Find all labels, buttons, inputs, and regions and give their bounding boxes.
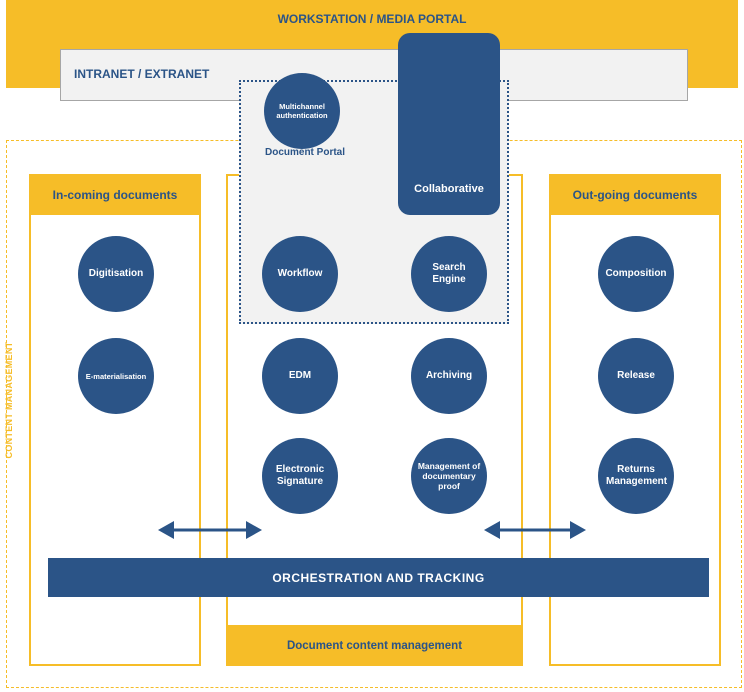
node-returns-management-label: Returns Management <box>606 464 668 487</box>
left-arrow-head-right <box>246 521 262 539</box>
collaborative-pillar <box>398 33 500 215</box>
node-composition-label: Composition <box>605 268 667 279</box>
center-column-title: Document content management <box>226 625 523 666</box>
node-workflow-label: Workflow <box>277 268 323 279</box>
node-search-engine: Search Engine <box>411 236 487 312</box>
incoming-column-title: In-coming documents <box>29 174 201 215</box>
node-returns-management: Returns Management <box>598 438 674 514</box>
node-digitisation-label: Digitisation <box>88 268 144 279</box>
node-edm-label: EDM <box>288 370 312 381</box>
node-electronic-signature-label: Electronic Signature <box>275 464 325 487</box>
intranet-label: INTRANET / EXTRANET <box>74 67 210 81</box>
node-edm: EDM <box>262 338 338 414</box>
node-multichannel-authentication: Multichannel authentication <box>264 73 340 149</box>
node-digitisation: Digitisation <box>78 236 154 312</box>
right-arrow-head-left <box>484 521 500 539</box>
node-documentary-proof: Management of documentary proof <box>411 438 487 514</box>
node-e-materialisation-label: E-materialisation <box>85 371 147 381</box>
node-multichannel-label: Multichannel authentication <box>276 102 328 120</box>
node-release: Release <box>598 338 674 414</box>
node-archiving: Archiving <box>411 338 487 414</box>
node-workflow: Workflow <box>262 236 338 312</box>
collaborative-label: Collaborative <box>414 183 484 195</box>
node-electronic-signature: Electronic Signature <box>262 438 338 514</box>
node-e-materialisation: E-materialisation <box>78 338 154 414</box>
node-composition: Composition <box>598 236 674 312</box>
orchestration-bar: ORCHESTRATION AND TRACKING <box>48 558 709 597</box>
node-release-label: Release <box>617 370 655 381</box>
outgoing-column-title: Out-going documents <box>549 174 721 215</box>
node-search-engine-label: Search Engine <box>432 262 466 285</box>
left-arrow-head-left <box>158 521 174 539</box>
node-documentary-proof-label: Management of documentary proof <box>417 460 481 492</box>
document-portal-label: Document Portal <box>265 147 346 158</box>
workstation-title: WORKSTATION / MEDIA PORTAL <box>277 12 467 26</box>
node-archiving-label: Archiving <box>425 370 473 381</box>
right-arrow-head-right <box>570 521 586 539</box>
